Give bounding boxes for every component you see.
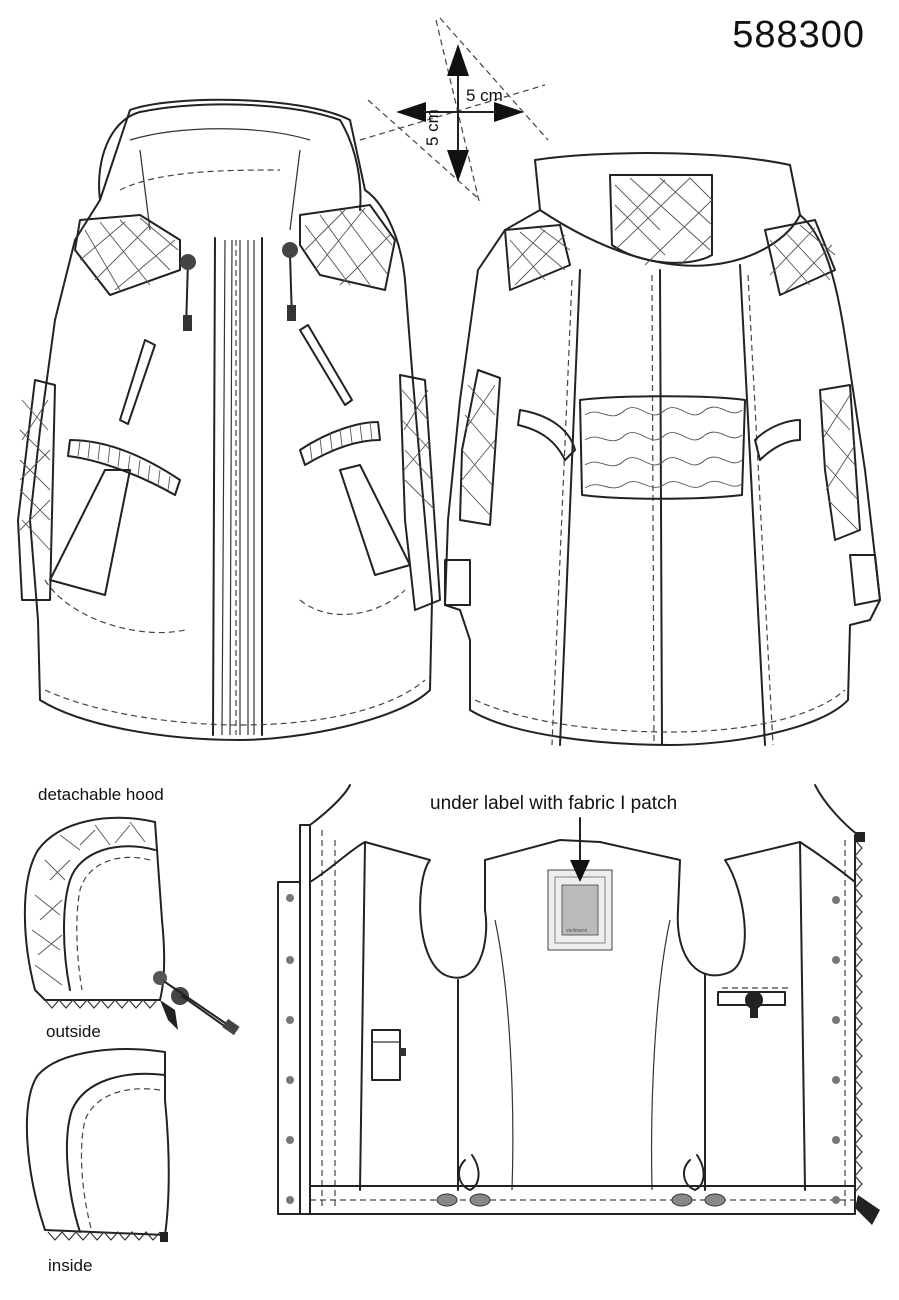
- style-number: 588300: [732, 14, 865, 56]
- jacket-front-view: [17, 98, 441, 741]
- hood-inside-label: inside: [48, 1256, 93, 1275]
- jacket-back-view: [444, 152, 881, 746]
- patch-text: steilmann: [566, 928, 588, 934]
- lining-inside-view: steilmann: [277, 784, 880, 1225]
- dimension-horizontal-label: 5 cm: [466, 86, 503, 105]
- grain-dimension-symbol: [359, 17, 549, 206]
- hood-outside-drawing: [23, 816, 240, 1036]
- dimension-vertical-label: 5 cm: [423, 109, 442, 146]
- hood-title: detachable hood: [38, 785, 164, 804]
- hood-inside-drawing: [25, 1048, 170, 1242]
- hood-outside-label: outside: [46, 1022, 101, 1041]
- lining-callout: under label with fabric I patch: [430, 793, 678, 814]
